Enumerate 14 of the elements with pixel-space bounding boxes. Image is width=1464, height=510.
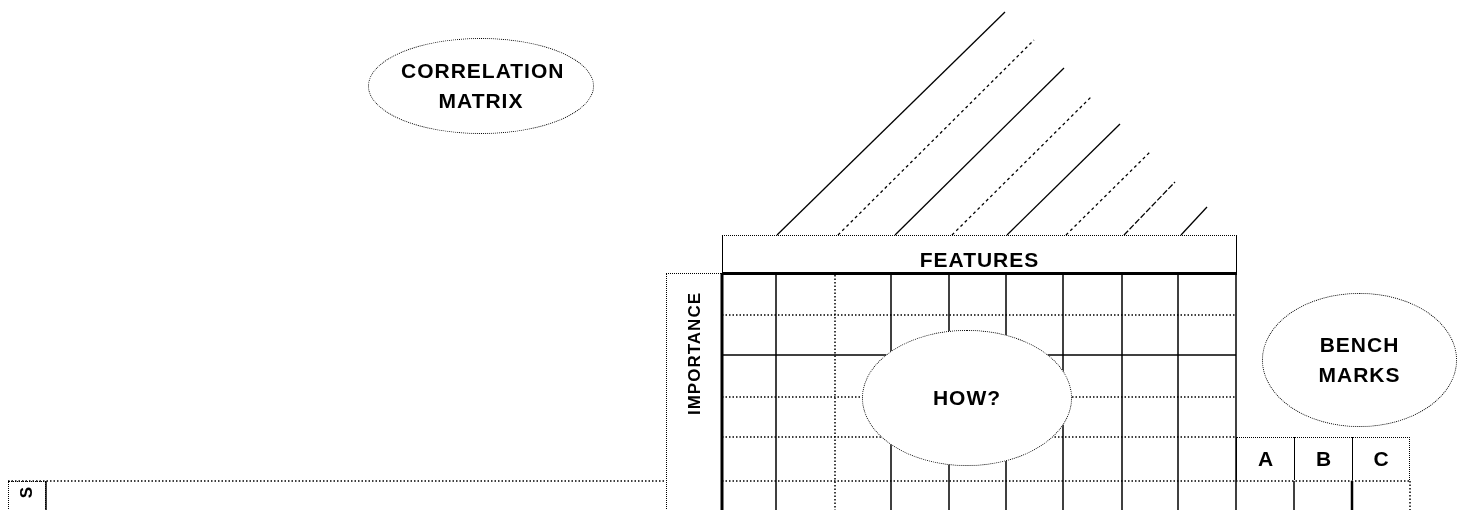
table-cell (1294, 437, 1352, 480)
table-cell (1236, 437, 1294, 480)
column-label: S (17, 486, 37, 499)
table-cell (1352, 437, 1410, 480)
column-label: IMPORTANCE (684, 292, 705, 415)
cell-label: A (1257, 447, 1274, 471)
callout-text: CORRELATION MATRIX (401, 58, 561, 114)
column-header (666, 273, 723, 510)
cell-label: C (1373, 447, 1389, 471)
callout-text: HOW? (932, 385, 1002, 411)
callout-text: BENCH MARKS (1317, 332, 1402, 388)
header-bar (722, 235, 1237, 275)
cell-label: B (1315, 447, 1332, 471)
header-text: FEATURES (919, 248, 1040, 272)
